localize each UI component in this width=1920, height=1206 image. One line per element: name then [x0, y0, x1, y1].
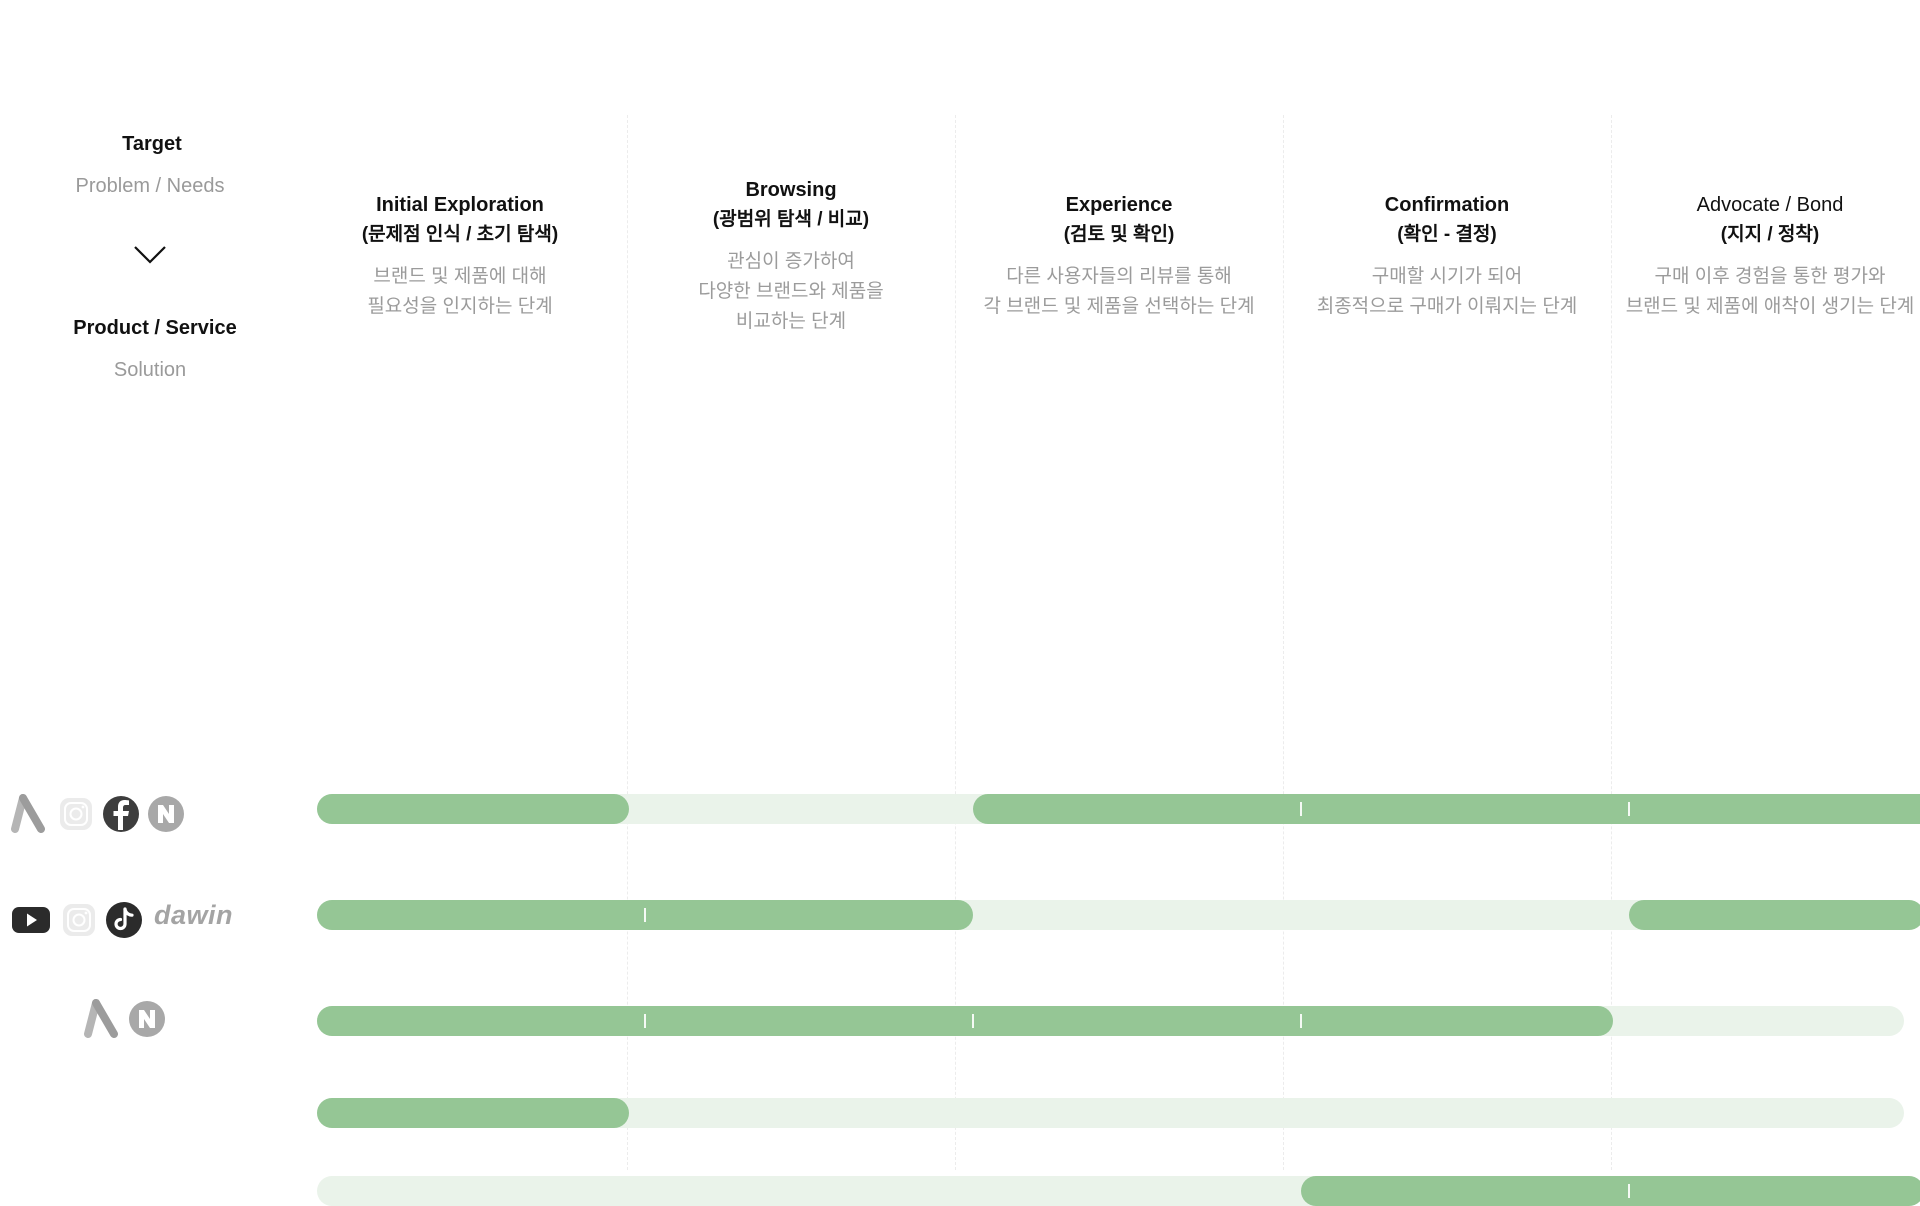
stage-title: Initial Exploration [376, 194, 544, 216]
segment-divider-tick [1628, 1184, 1630, 1198]
naver-icon [148, 796, 184, 832]
channel-bar-row-4 [317, 1098, 1904, 1128]
dawin-logo: dawin [154, 900, 234, 930]
stage-description: 다른 사용자들의 리뷰를 통해 각 브랜드 및 제품을 선택하는 단계 [983, 266, 1255, 317]
segment-divider-tick [972, 1014, 974, 1028]
stage-title: Confirmation [1384, 194, 1510, 216]
segment-divider-tick [1628, 802, 1630, 816]
stage-description: 브랜드 및 제품에 대해 필요성을 인지하는 단계 [367, 266, 553, 317]
active-segment [1629, 900, 1920, 930]
product-subtitle: Solution [113, 359, 187, 381]
active-segment [1301, 1176, 1920, 1206]
segment-divider-tick [1300, 802, 1302, 816]
stage-subtitle: (검토 및 확인) [1063, 224, 1175, 245]
stage-subtitle: (확인 - 결정) [1397, 224, 1497, 245]
stage-experience: Experience (검토 및 확인) 다른 사용자들의 리뷰를 통해 각 브… [959, 190, 1279, 322]
stage-confirmation: Confirmation (확인 - 결정) 구매할 시기가 되어 최종적으로 … [1287, 190, 1607, 322]
channel-bar-row-2 [317, 900, 1920, 930]
active-segment [317, 794, 629, 824]
youtube-icon [12, 907, 50, 933]
ads-triangle-icon [11, 794, 45, 833]
product-title: Product / Service [73, 317, 237, 339]
column-divider-3 [1283, 115, 1284, 1170]
active-segment [973, 794, 1920, 824]
stage-description: 구매 이후 경험을 통한 평가와 브랜드 및 제품에 애착이 생기는 단계 [1625, 266, 1915, 317]
stage-subtitle: (광범위 탐색 / 비교) [712, 209, 870, 230]
stage-subtitle: (지지 / 정착) [1720, 224, 1820, 245]
column-divider-4 [1611, 115, 1612, 1170]
stage-subtitle: (문제점 인식 / 초기 탐색) [361, 224, 559, 245]
instagram-icon [60, 798, 92, 830]
channel-bar-row-5 [317, 1176, 1920, 1206]
column-divider-1 [627, 115, 628, 1170]
segment-divider-tick [644, 1014, 646, 1028]
active-segment [317, 1098, 629, 1128]
target-subtitle: Problem / Needs [75, 175, 225, 197]
stage-title: Experience [1065, 194, 1173, 216]
channel-bar-row-3 [317, 1006, 1904, 1036]
active-segment [317, 900, 973, 930]
target-title: Target [122, 133, 182, 155]
facebook-icon [103, 796, 139, 832]
stage-title: Browsing [745, 179, 837, 201]
ads-triangle-icon [84, 999, 118, 1038]
stage-description: 관심이 증가하여 다양한 브랜드와 제품을 비교하는 단계 [698, 251, 884, 332]
chevron-down-icon [134, 246, 166, 264]
channel-bar-row-1 [317, 794, 1920, 824]
stage-description: 구매할 시기가 되어 최종적으로 구매가 이뤄지는 단계 [1316, 266, 1578, 317]
naver-icon [129, 1001, 165, 1037]
segment-divider-tick [644, 908, 646, 922]
instagram-icon [63, 904, 95, 936]
tiktok-icon [106, 902, 142, 938]
stage-advocate-bond: Advocate / Bond (지지 / 정착) 구매 이후 경험을 통한 평… [1596, 190, 1920, 322]
stage-initial-exploration: Initial Exploration (문제점 인식 / 초기 탐색) 브랜드… [300, 190, 620, 322]
stage-browsing: Browsing (광범위 탐색 / 비교) 관심이 증가하여 다양한 브랜드와… [631, 175, 951, 337]
stage-title: Advocate / Bond [1696, 194, 1844, 216]
active-segment [317, 1006, 1613, 1036]
segment-divider-tick [1300, 1014, 1302, 1028]
column-divider-2 [955, 115, 956, 1170]
